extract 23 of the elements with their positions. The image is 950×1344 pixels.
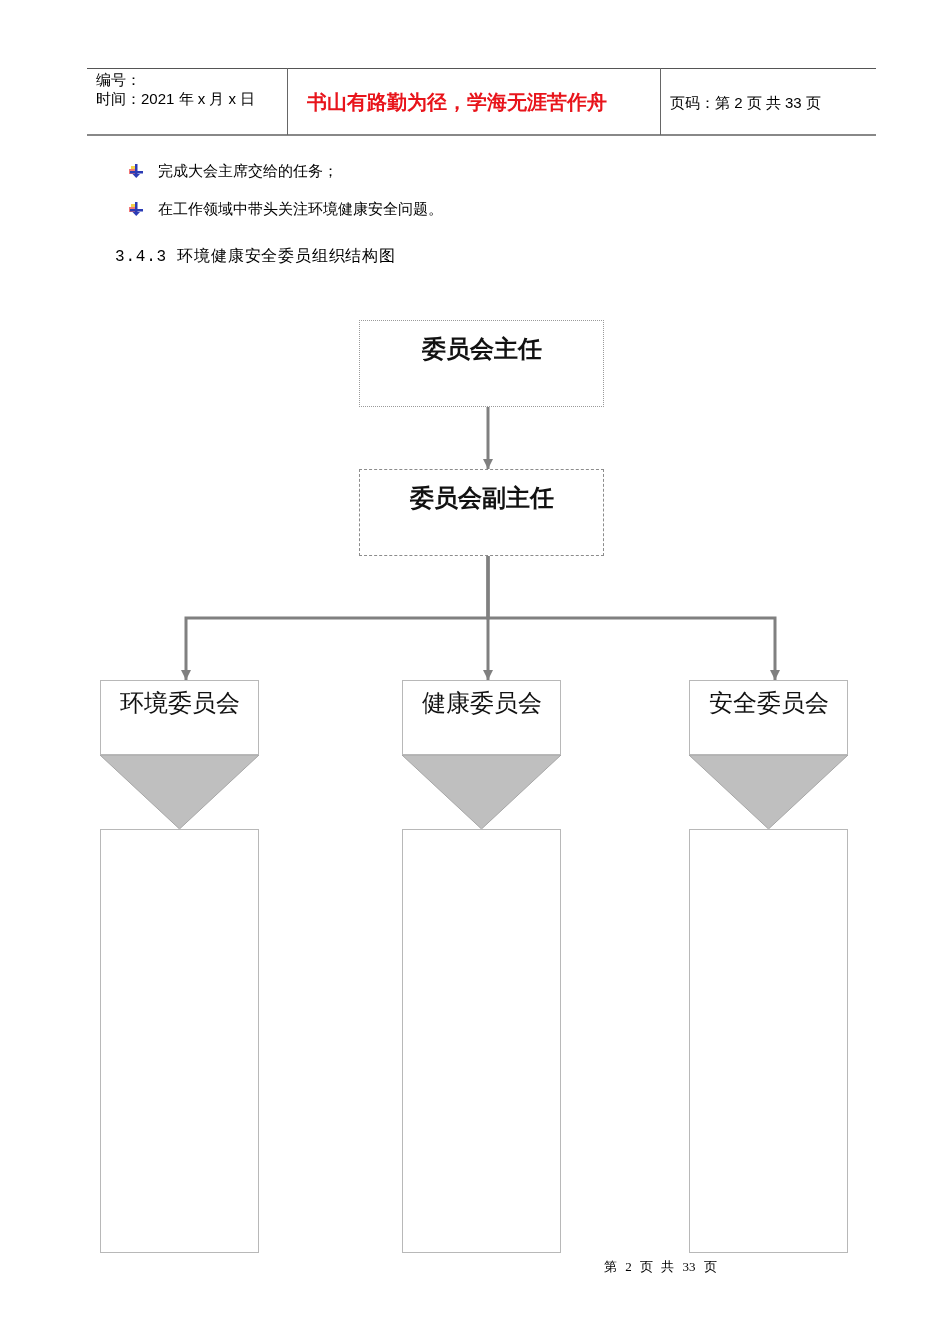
org-box xyxy=(100,680,259,755)
box-label: 环境委员会 xyxy=(118,689,241,718)
org-box xyxy=(402,680,561,755)
org-box xyxy=(689,680,848,755)
bullet-text: 完成大会主席交给的任务； xyxy=(158,162,338,180)
header-label: 编号： xyxy=(96,71,141,89)
header-label: 时间：2021 年 x 月 x 日 xyxy=(96,90,256,108)
box-label: 委员会副主任 xyxy=(408,483,555,513)
box-label: 安全委员会 xyxy=(707,689,830,718)
org-box xyxy=(359,320,604,407)
page-number: 页码：第 2 页 共 33 页 xyxy=(670,94,821,112)
page-number: 第 2 页 共 33 页 xyxy=(604,1259,717,1275)
chevron-arrow xyxy=(688,754,849,830)
chevron-arrow xyxy=(401,754,562,830)
bullet-text: 在工作领域中带头关注环境健康安全问题。 xyxy=(158,200,443,218)
motto-text: 书山有路勤为径，学海无涯苦作舟 xyxy=(307,90,607,114)
box-label: 健康委员会 xyxy=(420,689,543,718)
section-heading: 3.4.3 环境健康安全委员组织结构图 xyxy=(115,248,396,268)
box-label: 委员会主任 xyxy=(420,334,543,364)
arrow xyxy=(486,556,780,680)
org-box xyxy=(359,469,604,556)
chevron-arrow xyxy=(99,754,260,830)
arrow xyxy=(483,407,493,469)
